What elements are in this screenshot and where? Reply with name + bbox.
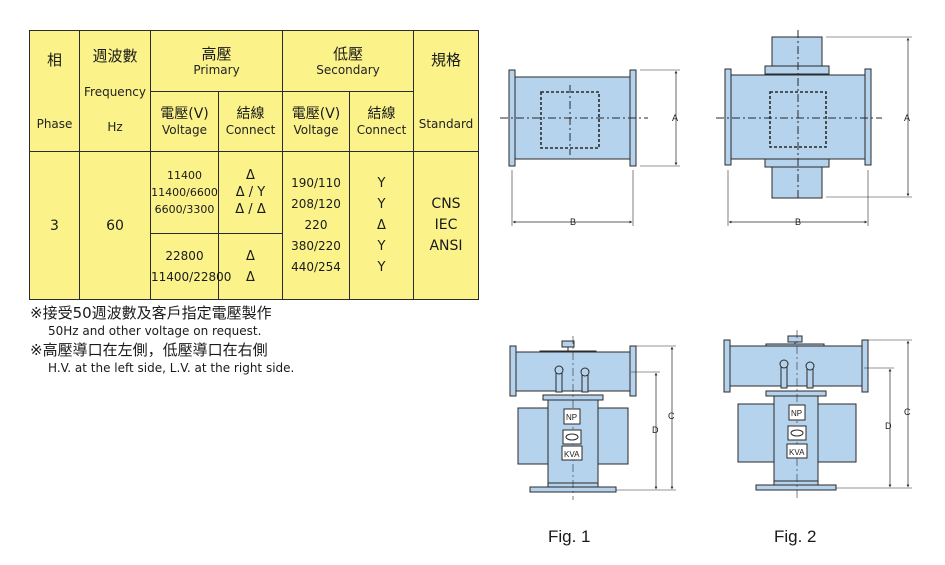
fig2-np-plate: NP (791, 409, 802, 418)
fig2-top-view (716, 30, 912, 226)
fig2-dim-c: C (904, 407, 911, 417)
fig1-top-view (500, 69, 680, 226)
primary-connect-group1: Δ Δ / Y Δ / Δ (218, 151, 283, 234)
header-phase: 相 Phase (29, 30, 80, 152)
fig2-dim-b: B (795, 217, 801, 227)
fig1-label: Fig. 1 (548, 527, 591, 546)
spec-table: 相 Phase 週波數 Frequency Hz 高壓 Primary 低壓 S… (29, 30, 479, 300)
note-1-en: 50Hz and other voltage on request. (48, 324, 262, 338)
phase-value: 3 (29, 151, 80, 300)
header-secondary-connect: 結線 Connect (349, 91, 414, 152)
notes: ※接受50週波數及客戶指定電壓製作 50Hz and other voltage… (30, 304, 294, 378)
fig1-np-plate: NP (566, 413, 577, 422)
fig1-dim-a: A (672, 113, 678, 123)
fig1-front-view (509, 336, 676, 500)
header-primary-connect: 結線 Connect (218, 91, 283, 152)
fig1-dim-b: B (570, 217, 576, 227)
fig2-kva-plate: KVA (789, 448, 805, 457)
fig2-label: Fig. 2 (774, 527, 817, 546)
header-secondary-voltage: 電壓(V) Voltage (282, 91, 350, 152)
fig2-dim-d: D (885, 421, 892, 431)
primary-connect-group2: Δ Δ (218, 233, 283, 300)
fig1-kva-plate: KVA (564, 450, 580, 459)
standards: CNS IEC ANSI (413, 151, 479, 300)
note-2-zh: ※高壓導口在左側，低壓導口在右側 (30, 341, 268, 359)
fig1-dim-c: C (668, 411, 675, 421)
fig2-dim-a: A (904, 113, 910, 123)
secondary-connects: Y Y Δ Y Y (349, 151, 414, 300)
secondary-voltages: 190/110 208/120 220 380/220 440/254 (282, 151, 350, 300)
header-standard: 規格 Standard (413, 30, 479, 152)
note-2-en: H.V. at the left side, L.V. at the right… (48, 361, 295, 375)
header-primary: 高壓 Primary (150, 30, 283, 92)
primary-voltage-group1: 11400 11400/6600 6600/3300 (150, 151, 219, 234)
header-primary-voltage: 電壓(V) Voltage (150, 91, 219, 152)
fig2-front-view (723, 330, 912, 500)
header-secondary: 低壓 Secondary (282, 30, 414, 92)
primary-voltage-group2: 22800 11400/22800 (150, 233, 231, 300)
frequency-value: 60 (79, 151, 151, 300)
note-1-zh: ※接受50週波數及客戶指定電壓製作 (30, 304, 272, 322)
fig1-dim-d: D (652, 425, 659, 435)
